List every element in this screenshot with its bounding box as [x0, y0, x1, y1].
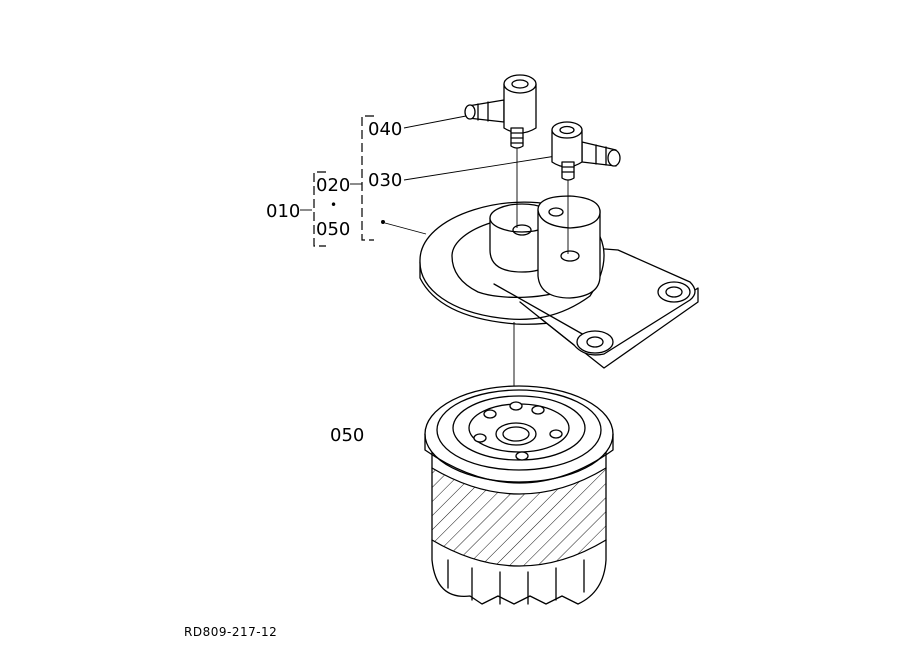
callout-030: 030: [368, 170, 402, 191]
leader-lines: [300, 115, 557, 235]
callout-050-filter: 050: [330, 425, 364, 446]
elbow-fitting-030: [551, 121, 621, 181]
filter-head-bracket: [419, 195, 699, 369]
callout-assembly-010: 010: [266, 201, 300, 222]
callout-050-group: 050: [316, 219, 350, 240]
elbow-fitting-040: [464, 74, 537, 149]
callout-040: 040: [368, 119, 402, 140]
group-bracket-inner: [313, 171, 326, 247]
filter-cartridge: [424, 385, 614, 605]
group-dot: •: [330, 198, 337, 212]
drawing-reference: RD809-217-12: [184, 625, 277, 639]
group-bracket-outer: [361, 115, 374, 241]
callout-020: 020: [316, 175, 350, 196]
